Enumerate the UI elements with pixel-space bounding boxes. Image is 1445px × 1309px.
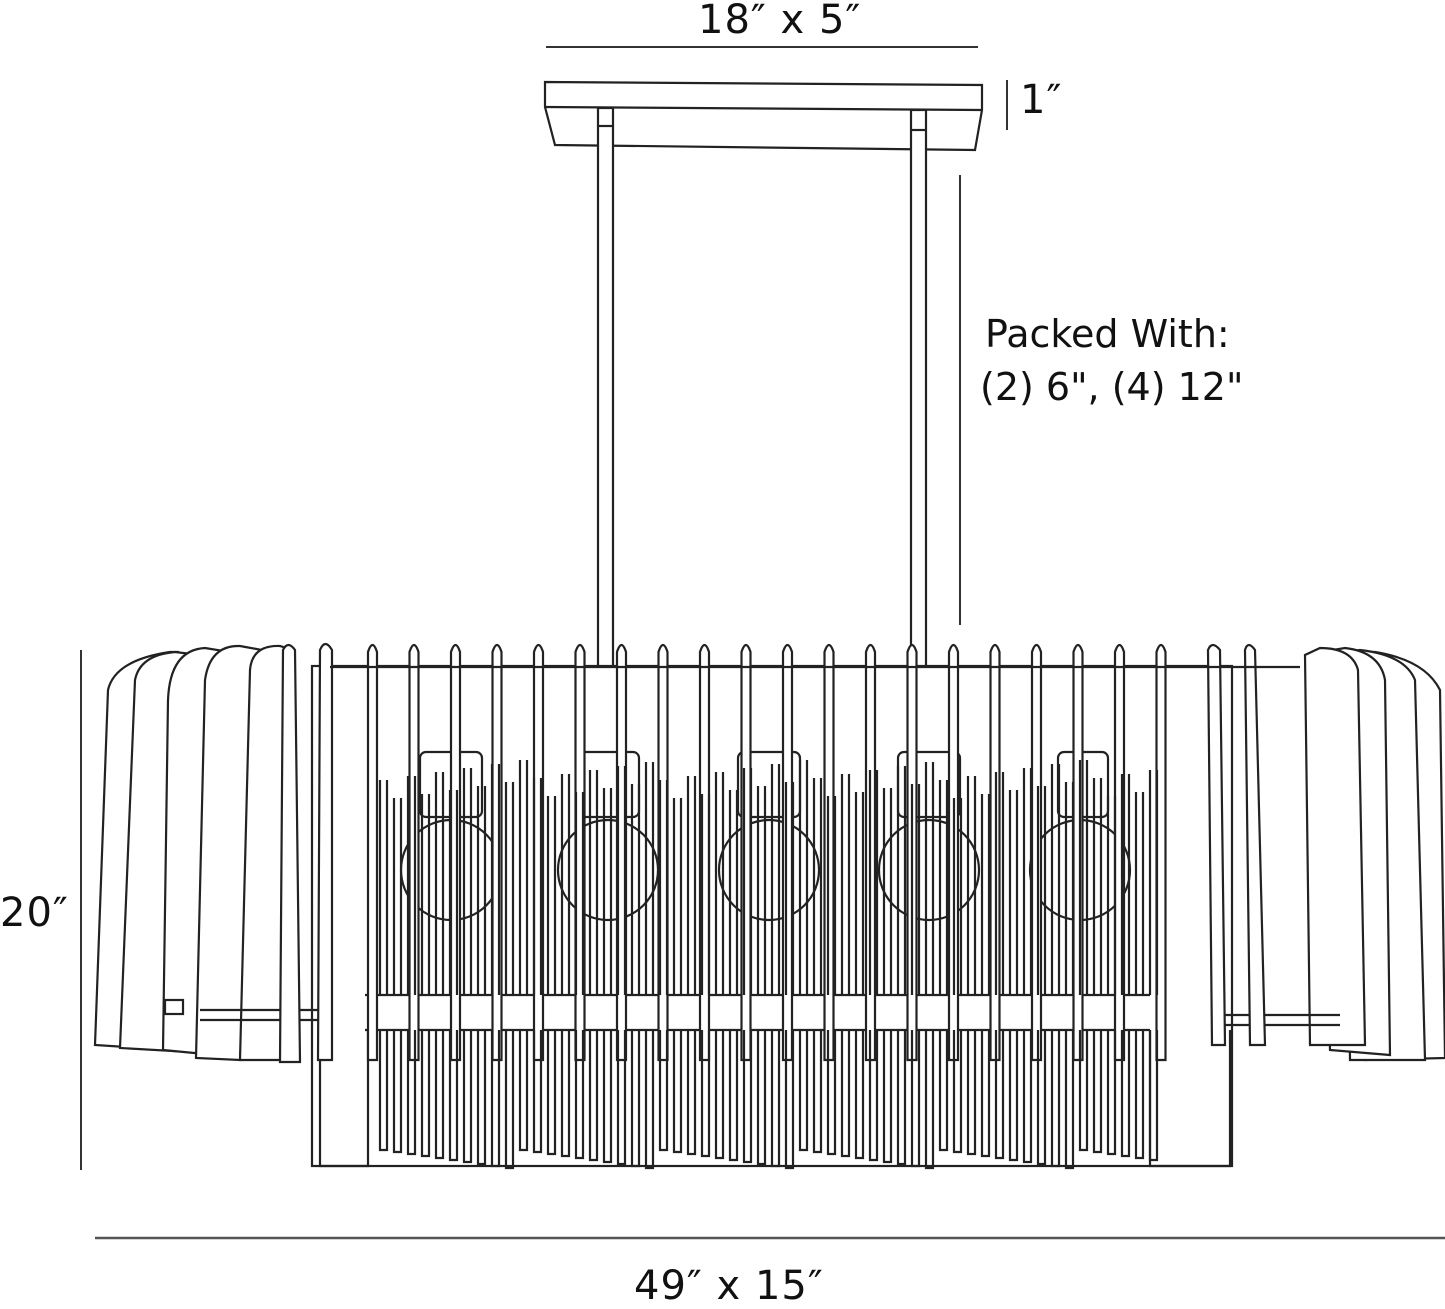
canopy: [543, 80, 984, 152]
packed-rods-label: (2) 6", (4) 12": [980, 365, 1244, 409]
downrods: [596, 106, 928, 670]
canopy-dimension-label: 18″ x 5″: [698, 0, 862, 43]
packed-with-label: Packed With:: [985, 312, 1230, 356]
left-end-blades: [93, 642, 334, 1064]
right-end-blades: [1206, 643, 1445, 1062]
fixture-dimension-label: 49″ x 15″: [634, 1263, 824, 1309]
canopy-height-label: 1″: [1020, 77, 1063, 123]
fixture-height-label: 20″: [0, 890, 69, 936]
slats: [366, 643, 1167, 1170]
